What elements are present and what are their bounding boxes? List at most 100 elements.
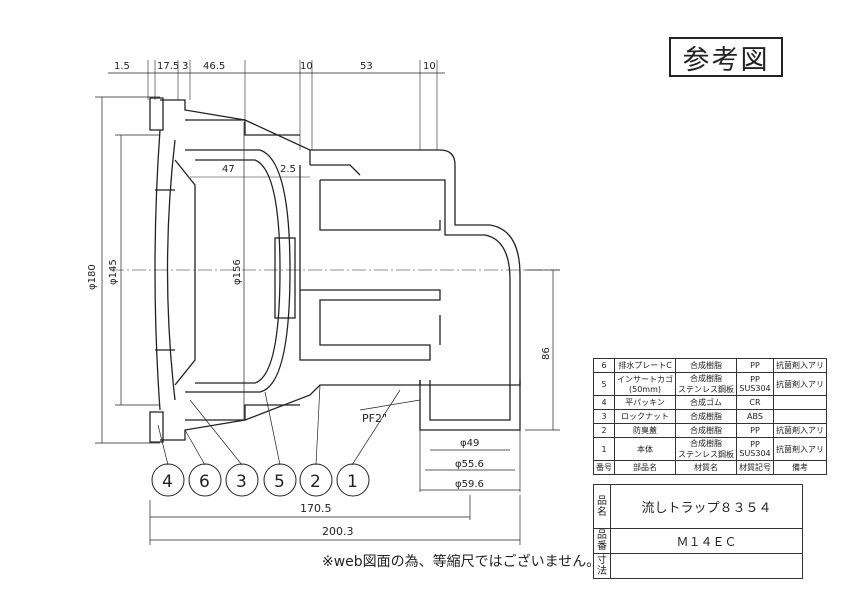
- header-material-code: 材質記号: [736, 460, 774, 475]
- top-dimension-chain: [108, 60, 445, 150]
- dim-phi156: φ156: [232, 259, 243, 285]
- header-remarks: 備考: [773, 460, 827, 475]
- callout-5: 5: [274, 472, 285, 492]
- left-diameter-dims: [95, 96, 245, 444]
- part-code: ABS: [736, 409, 774, 424]
- outlet-dims: [419, 430, 521, 492]
- part-code: PP: [736, 423, 774, 438]
- product-name-label: 品名: [593, 484, 611, 529]
- part-material-line1: 合成樹脂: [690, 374, 722, 383]
- part-code: PP: [736, 358, 774, 373]
- table-header-row: 番号 部品名 材質名 材質記号 備考: [593, 460, 827, 475]
- part-name-line2: (50mm): [628, 385, 661, 394]
- table-row: 3 ロックナット 合成樹脂 ABS: [593, 409, 827, 424]
- part-no: 3: [593, 409, 615, 424]
- part-material: 合成樹脂ステンレス鋼板: [675, 372, 737, 396]
- part-no: 1: [593, 437, 615, 461]
- part-remark: 抗菌剤入アリ: [773, 423, 827, 438]
- dim-phi49: φ49: [460, 438, 479, 449]
- part-material-line2: ステンレス鋼板: [678, 450, 734, 459]
- part-name-line1: インサートカゴ: [617, 375, 673, 384]
- table-row: 2 防臭蓋 合成樹脂 PP 抗菌剤入アリ: [593, 423, 827, 438]
- dim-text-17-5: 17.5: [157, 61, 179, 72]
- thread-label: PF2": [362, 412, 387, 425]
- header-no: 番号: [593, 460, 615, 475]
- part-material: 合成ゴム: [675, 395, 737, 410]
- callout-circles: [151, 463, 370, 497]
- scale-disclaimer-note: ※web図面の為、等縮尺ではございません。: [322, 554, 601, 570]
- part-remark: 抗菌剤入アリ: [773, 437, 827, 461]
- reference-drawing-badge: 参考図: [669, 37, 783, 77]
- part-no: 6: [593, 358, 615, 373]
- dim-47: 47: [222, 164, 235, 175]
- trap-channel-outline: [299, 149, 521, 431]
- part-remark: 抗菌剤入アリ: [773, 372, 827, 396]
- header-part-name: 部品名: [614, 460, 676, 475]
- part-remark: [773, 395, 827, 410]
- dim-phi145: φ145: [108, 259, 119, 285]
- parts-list-table: 6 排水プレートC 合成樹脂 PP 抗菌剤入アリ 5 インサートカゴ(50mm)…: [593, 358, 827, 475]
- dimensions-value: [610, 553, 803, 579]
- part-material-line2: ステンレス鋼板: [678, 385, 734, 394]
- part-material: 合成樹脂: [675, 358, 737, 373]
- product-name: 流しトラップ８３５４: [610, 484, 803, 529]
- title-block: 品名 流しトラップ８３５４ 品番 Ｍ１４ＥＣ 寸法: [593, 484, 803, 579]
- height-dim-86: [525, 269, 560, 431]
- dim-200-3: 200.3: [322, 525, 354, 538]
- part-code-line1: PP: [750, 440, 760, 449]
- callout-4: 4: [162, 472, 173, 492]
- part-no: 5: [593, 372, 615, 396]
- part-code-line2: SUS304: [739, 384, 771, 393]
- dim-text-3: 3: [182, 61, 188, 72]
- table-row: 4 平パッキン 合成ゴム CR: [593, 395, 827, 410]
- trap-body-outline: [149, 97, 421, 443]
- part-name: ロックナット: [614, 409, 676, 424]
- dim-text-10a: 10: [300, 61, 313, 72]
- part-material: 合成樹脂ステンレス鋼板: [675, 437, 737, 461]
- part-code-line1: PP: [750, 375, 760, 384]
- dim-text-1-5: 1.5: [114, 61, 130, 72]
- part-code-line2: SUS304: [739, 449, 771, 458]
- title-block-row: 品名 流しトラップ８３５４: [593, 484, 803, 529]
- dim-86: 86: [541, 347, 552, 360]
- callout-6: 6: [199, 472, 210, 492]
- part-name: インサートカゴ(50mm): [614, 372, 676, 396]
- part-code: CR: [736, 395, 774, 410]
- dim-phi180: φ180: [87, 264, 98, 290]
- title-block-row: 品番 Ｍ１４ＥＣ: [593, 528, 803, 554]
- part-material: 合成樹脂: [675, 423, 737, 438]
- dim-2-5: 2.5: [280, 164, 296, 175]
- part-material-line1: 合成樹脂: [690, 439, 722, 448]
- part-no: 2: [593, 423, 615, 438]
- part-remark: 抗菌剤入アリ: [773, 358, 827, 373]
- dim-phi59-6: φ59.6: [455, 479, 484, 490]
- callout-leaders: [157, 384, 401, 466]
- header-material: 材質名: [675, 460, 737, 475]
- part-name: 排水プレートC: [614, 358, 676, 373]
- callout-2: 2: [310, 472, 321, 492]
- table-row: 6 排水プレートC 合成樹脂 PP 抗菌剤入アリ: [593, 358, 827, 373]
- part-remark: [773, 409, 827, 424]
- dim-text-53: 53: [360, 61, 373, 72]
- part-name: 防臭蓋: [614, 423, 676, 438]
- dim-text-10b: 10: [423, 61, 436, 72]
- dim-phi55-6: φ55.6: [455, 459, 484, 470]
- dim-170-5: 170.5: [300, 502, 332, 515]
- bottom-dims: [149, 495, 521, 545]
- title-block-row: 寸法: [593, 553, 803, 579]
- callout-3: 3: [236, 472, 247, 492]
- callout-1: 1: [347, 472, 358, 492]
- part-name: 平パッキン: [614, 395, 676, 410]
- product-number: Ｍ１４ＥＣ: [610, 528, 803, 554]
- part-material: 合成樹脂: [675, 409, 737, 424]
- product-number-label: 品番: [593, 528, 611, 554]
- part-name: 本体: [614, 437, 676, 461]
- part-no: 4: [593, 395, 615, 410]
- dim-text-46-5: 46.5: [203, 61, 225, 72]
